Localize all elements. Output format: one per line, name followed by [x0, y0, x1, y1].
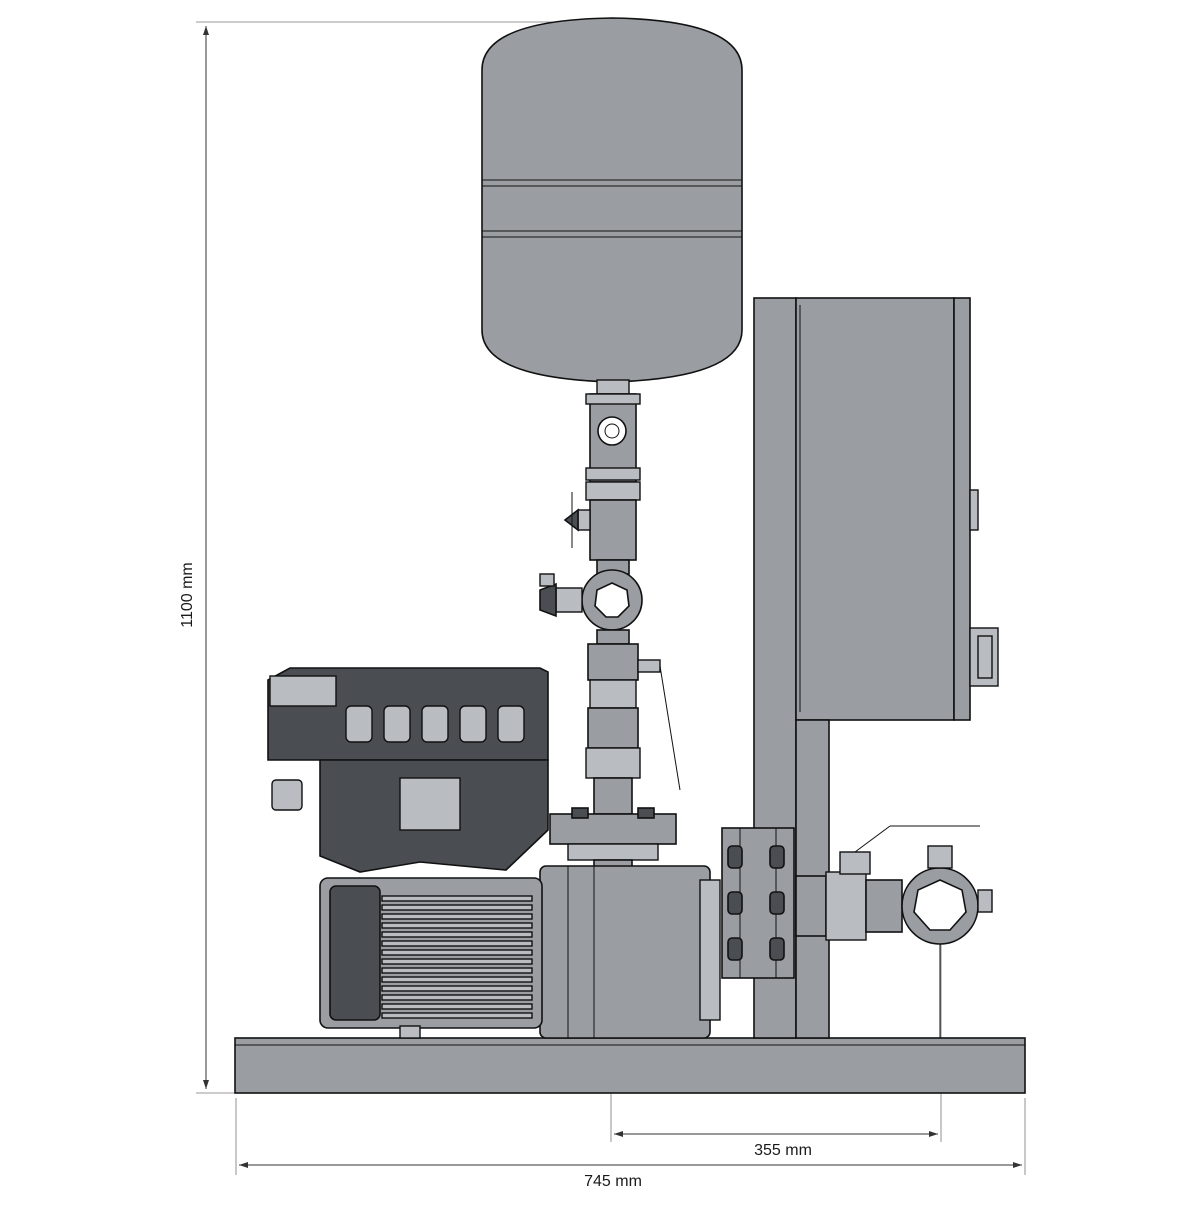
- motor-cooling-fin: [381, 895, 533, 902]
- motor-cooling-fin: [381, 1012, 533, 1019]
- motor-cooling-fin: [381, 976, 533, 983]
- motor-cooling-fin: [381, 922, 533, 929]
- controller-glands: [345, 705, 525, 743]
- cable-gland: [497, 705, 525, 743]
- motor-cooling-fin: [381, 949, 533, 956]
- motor-cooling-fin: [381, 985, 533, 992]
- cable-gland: [345, 705, 373, 743]
- cable-gland: [459, 705, 487, 743]
- base-plate: [234, 1037, 1026, 1094]
- cable-gland: [421, 705, 449, 743]
- total-width-dimension: 745 mm: [235, 1098, 1026, 1190]
- motor-cooling-fin: [381, 958, 533, 965]
- height-dimension: 1100 mm: [179, 21, 556, 1094]
- expansion-tank: [481, 17, 743, 395]
- total-width-dimension-label: 745 mm: [584, 1173, 642, 1190]
- motor-cooling-fin: [381, 904, 533, 911]
- motor-cooling-fin: [381, 994, 533, 1001]
- control-cabinet: [753, 297, 999, 1039]
- vertical-pipe-assembly: [539, 393, 681, 815]
- outlet-flange: [721, 827, 795, 979]
- inverter-controller: [267, 667, 549, 873]
- outlet-manifold: [795, 825, 993, 1038]
- pump-body: [539, 865, 721, 1039]
- motor-cooling-fin: [381, 913, 533, 920]
- motor-cooling-fin: [381, 940, 533, 947]
- pump-top-flange: [549, 807, 677, 871]
- motor-cooling-fin: [381, 1003, 533, 1010]
- motor-cooling-fin: [381, 931, 533, 938]
- motor: [319, 877, 543, 1039]
- motor-cooling-fin: [381, 967, 533, 974]
- inner-width-dimension-label: 355 mm: [754, 1142, 812, 1159]
- height-dimension-label: 1100 mm: [179, 562, 196, 628]
- cable-gland: [383, 705, 411, 743]
- motor-cooling-fins: [381, 895, 533, 1019]
